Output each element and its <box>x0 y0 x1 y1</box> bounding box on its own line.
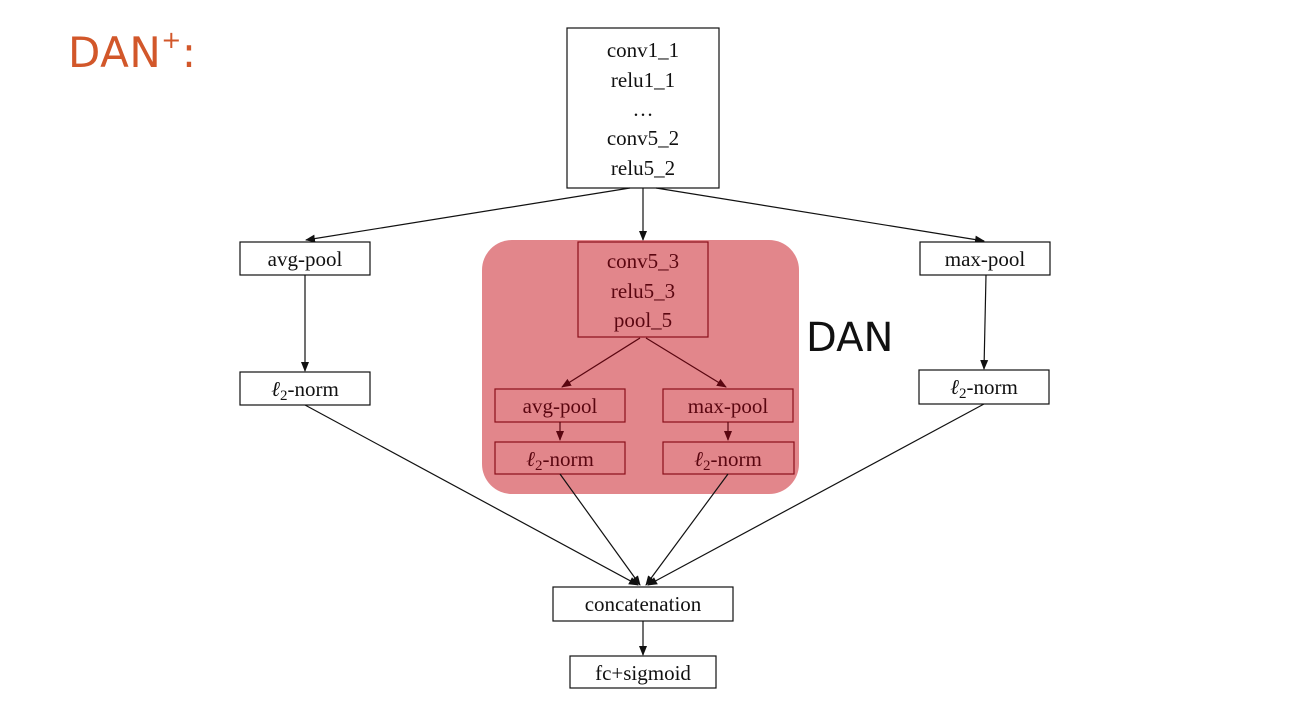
norm-symbol: ℓ <box>526 447 535 471</box>
norm-subscript: 2 <box>703 458 711 474</box>
dan-conv-line: relu5_3 <box>611 279 675 303</box>
norm-subscript: 2 <box>280 388 288 404</box>
concatenation-box: concatenation <box>552 586 734 622</box>
edge-dan-conv-to-inner-avg <box>561 337 641 388</box>
left-l2-norm-label: ℓ2-norm <box>271 377 339 404</box>
dan-inner-avg-pool-label: avg-pool <box>523 394 598 418</box>
backbone-line: relu5_2 <box>611 156 675 180</box>
edge-left-norm-to-concat <box>304 404 639 586</box>
norm-suffix: -norm <box>966 375 1017 399</box>
right-max-pool-label: max-pool <box>945 247 1026 271</box>
backbone-box: conv1_1 relu1_1 … conv5_2 relu5_2 <box>566 27 720 189</box>
dan-conv-line: pool_5 <box>614 308 672 332</box>
output-label: fc+sigmoid <box>595 661 691 685</box>
dan-inner-right-l2-norm-label: ℓ2-norm <box>694 447 762 474</box>
dan-conv-line: conv5_3 <box>607 249 679 273</box>
edge-right-pool-to-norm <box>980 274 989 370</box>
backbone-line: … <box>633 97 654 121</box>
dan-inner-max-pool-box: max-pool <box>662 388 794 423</box>
output-box: fc+sigmoid <box>569 655 717 689</box>
dan-group-background <box>482 240 799 494</box>
norm-suffix: -norm <box>542 447 593 471</box>
norm-subscript: 2 <box>535 458 543 474</box>
norm-symbol: ℓ <box>950 375 959 399</box>
norm-symbol: ℓ <box>271 377 280 401</box>
norm-suffix: -norm <box>710 447 761 471</box>
right-l2-norm-label: ℓ2-norm <box>950 375 1018 402</box>
edge-backbone-to-left-pool <box>305 187 631 243</box>
edge-dan-right-norm-to-concat <box>645 473 729 586</box>
norm-suffix: -norm <box>287 377 338 401</box>
backbone-line: conv1_1 <box>607 38 679 62</box>
right-l2-norm-box: ℓ2-norm <box>918 369 1050 405</box>
edge-backbone-to-right-pool <box>655 187 985 244</box>
edge-right-norm-to-concat <box>647 403 985 586</box>
dan-inner-max-pool-label: max-pool <box>688 394 769 418</box>
dan-inner-left-l2-norm-box: ℓ2-norm <box>494 441 626 475</box>
dan-inner-avg-pool-box: avg-pool <box>494 388 626 423</box>
slide-title-main: DAN <box>68 28 162 77</box>
left-l2-norm-box: ℓ2-norm <box>239 371 371 406</box>
dan-conv-block: conv5_3 relu5_3 pool_5 <box>577 241 709 338</box>
norm-symbol: ℓ <box>694 447 703 471</box>
left-avg-pool-label: avg-pool <box>268 247 343 271</box>
backbone-line: relu1_1 <box>611 68 675 92</box>
slide-title: DAN+: <box>68 26 197 77</box>
concatenation-label: concatenation <box>585 592 702 616</box>
dan-inner-right-l2-norm-box: ℓ2-norm <box>662 441 795 475</box>
dan-inner-left-l2-norm-label: ℓ2-norm <box>526 447 594 474</box>
edge-dan-conv-to-inner-max <box>645 337 727 388</box>
norm-subscript: 2 <box>959 386 967 402</box>
left-avg-pool-box: avg-pool <box>239 241 371 276</box>
slide-title-superscript: + <box>161 26 182 54</box>
slide-title-suffix: : <box>181 28 197 77</box>
backbone-line: conv5_2 <box>607 126 679 150</box>
right-max-pool-box: max-pool <box>919 241 1051 276</box>
edge-dan-left-norm-to-concat <box>559 473 641 586</box>
dan-group-label: DAN <box>806 315 893 361</box>
